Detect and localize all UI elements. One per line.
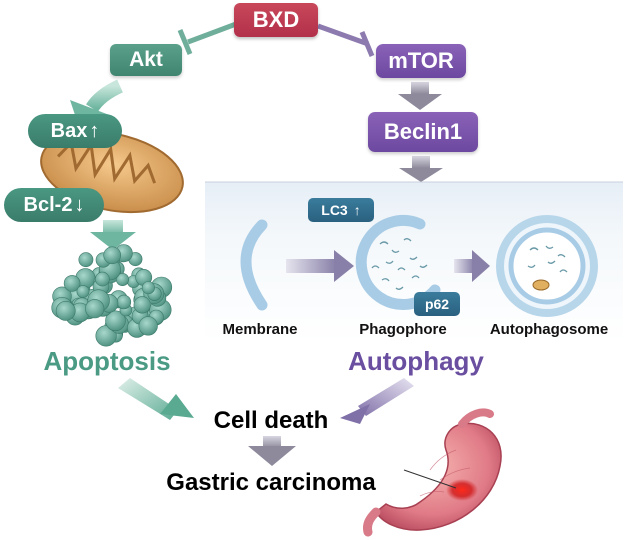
apoptotic-body: [55, 300, 76, 321]
apoptotic-body: [133, 296, 151, 314]
apoptotic-body: [116, 272, 130, 286]
apoptotic-body: [76, 285, 90, 298]
bcl2-pill: Bcl-2↓: [4, 188, 104, 222]
apoptotic-body: [138, 316, 158, 336]
beclin1-to-autophagy-arrow: [399, 156, 443, 182]
lc3-label: LC3: [321, 202, 348, 218]
lc3-up-arrow-icon: ↑: [353, 202, 361, 218]
autophagy-title: Autophagy: [348, 345, 484, 376]
cell-death-to-carcinoma-arrow: [248, 436, 296, 466]
lc3-box: LC3 ↑: [308, 198, 374, 222]
phagophore-label: Phagophore: [359, 320, 447, 338]
bxd-mtor-inhibition: [317, 23, 375, 57]
apoptotic-body: [141, 281, 155, 295]
apoptotic-body: [63, 275, 81, 292]
gastric-carcinoma-label: Gastric carcinoma: [166, 469, 376, 496]
p62-box: p62: [414, 292, 460, 316]
mtor-box: mTOR: [376, 44, 466, 78]
autophagy-to-cell-death-arrow: [340, 378, 414, 424]
apoptotic-body: [103, 246, 121, 265]
membrane-label: Membrane: [222, 320, 298, 338]
apoptotic-body: [85, 299, 105, 319]
cell-death-label: Cell death: [213, 407, 329, 434]
stomach-illustration: [363, 408, 502, 537]
bcl2-down-arrow-icon: ↓: [74, 193, 85, 216]
apoptosis-to-cell-death-arrow: [118, 378, 194, 420]
bxd-akt-inhibition: [177, 21, 237, 55]
phagophore-to-autophagosome-arrow: [454, 250, 490, 282]
apoptotic-cell: [51, 244, 173, 347]
apoptotic-body: [95, 271, 110, 287]
mitochondria-to-apoptosis-arrow: [90, 220, 136, 250]
bax-pill: Bax↑: [28, 114, 122, 148]
akt-box: Akt: [110, 44, 182, 76]
beclin1-box: Beclin1: [368, 112, 478, 152]
autophagosome: [496, 215, 598, 317]
membrane-to-phagophore-arrow: [286, 250, 354, 282]
apoptotic-body: [95, 325, 117, 347]
autophagosome-label: Autophagosome: [489, 320, 609, 338]
apoptotic-body: [105, 310, 126, 332]
bax-up-arrow-icon: ↑: [89, 119, 100, 142]
apoptosis-title: Apoptosis: [43, 345, 171, 376]
mtor-to-beclin1-arrow: [398, 82, 442, 110]
apoptotic-body: [116, 294, 132, 310]
bcl2-label: Bcl-2: [23, 193, 73, 216]
phagophore: [355, 215, 441, 310]
bxd-box: BXD: [234, 3, 318, 37]
membrane-arc: [240, 219, 268, 311]
bax-label: Bax: [50, 119, 88, 142]
apoptotic-body: [78, 252, 94, 268]
